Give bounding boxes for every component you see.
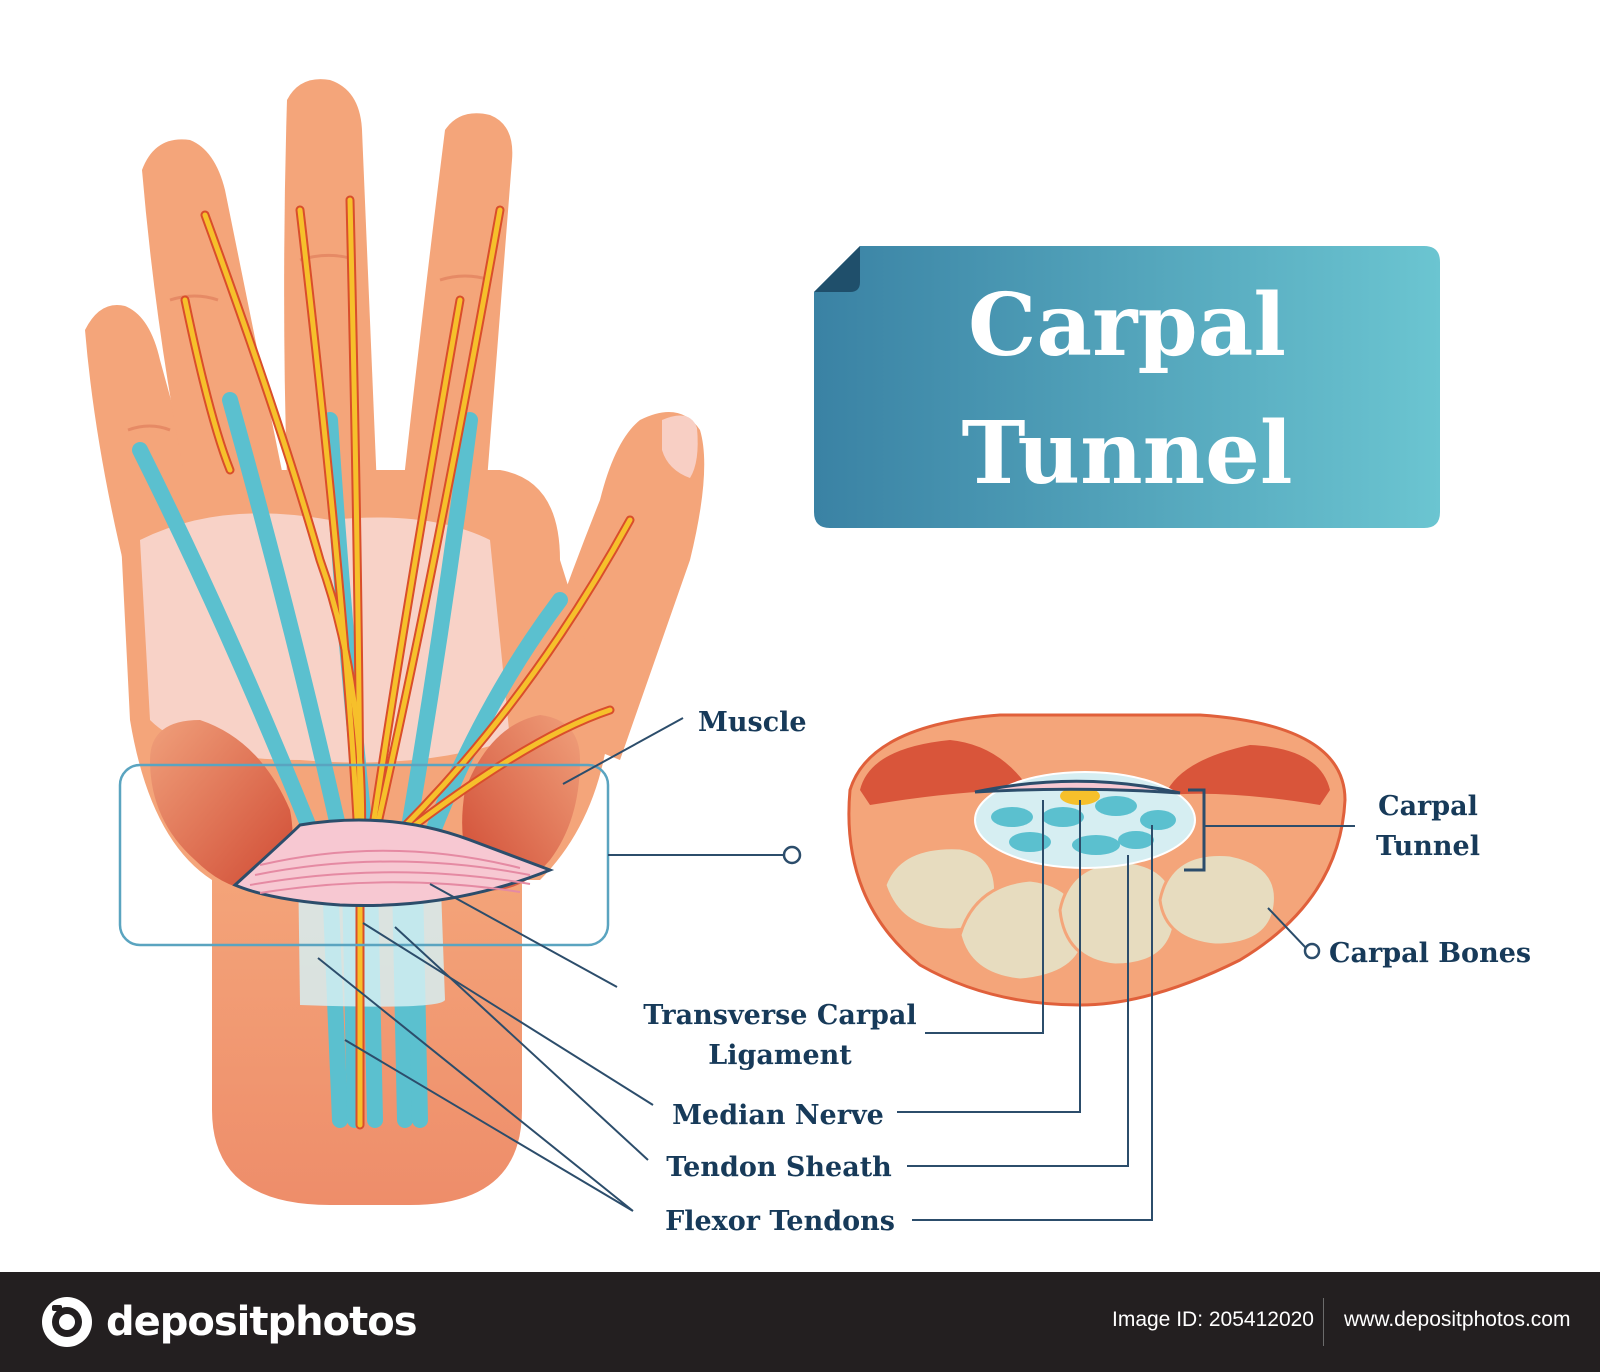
- cross-tendon-sheath-leader: [907, 855, 1129, 1167]
- hand-illustration: [85, 79, 802, 1205]
- label-carpal-tunnel-line-2: Tunnel: [1376, 831, 1480, 862]
- median-nerve-leader: [362, 922, 654, 1106]
- depositphotos-logo[interactable]: depositphotos: [40, 1294, 418, 1350]
- carpal-bones-leader-dot: [1303, 942, 1321, 960]
- footer-url[interactable]: www.depositphotos.com: [1344, 1308, 1571, 1331]
- footer-image-id: Image ID: 205412020: [1112, 1308, 1314, 1331]
- muscle-leader: [562, 717, 684, 785]
- transverse-carpal-ligament-hand: [232, 818, 555, 908]
- title-line-1: Carpal: [968, 275, 1286, 376]
- palm-pad: [140, 513, 510, 763]
- title-banner-bg: [814, 246, 1440, 528]
- footer-separator: [1323, 1298, 1324, 1346]
- label-ligament-line-2: Ligament: [708, 1040, 852, 1071]
- ligament-stripes: [249, 849, 531, 894]
- label-median-nerve: Median Nerve: [672, 1100, 884, 1131]
- label-carpal-tunnel-line-1: Carpal: [1378, 791, 1478, 822]
- label-flexor-tendons: Flexor Tendons: [665, 1206, 895, 1237]
- cross-flexor-tendons-leader: [912, 825, 1153, 1221]
- cross-section-muscle-right: [1165, 745, 1330, 805]
- carpal-tunnel-bracket: [1184, 788, 1206, 872]
- label-ligament-line-1: Transverse Carpal: [643, 1000, 916, 1031]
- title-banner-fold: [814, 246, 860, 292]
- transverse-carpal-ligament-cross-section: [974, 779, 1181, 795]
- label-tendon-sheath: Tendon Sheath: [666, 1152, 892, 1183]
- footer-brand: depositphotos: [106, 1299, 418, 1345]
- carpal-bones-leader: [1267, 907, 1307, 949]
- tendon-sheath-leader: [394, 926, 649, 1161]
- title-banner: Carpal Tunnel: [814, 246, 1440, 528]
- flexor-tendons-leader: [317, 957, 634, 1212]
- label-carpal-bones: Carpal Bones: [1329, 938, 1531, 969]
- tendons-cross-section: [991, 796, 1176, 855]
- zoom-connector-dot: [782, 845, 802, 865]
- title-line-2: Tunnel: [961, 403, 1292, 504]
- cross-section: [847, 713, 1347, 1007]
- cross-ligament-leader: [925, 800, 1044, 1034]
- label-muscle: Muscle: [698, 707, 807, 738]
- median-nerve-cross-section: [1060, 787, 1100, 805]
- ligament-leader: [429, 883, 618, 988]
- muscle-left: [150, 720, 293, 891]
- thumb-nail: [662, 415, 698, 478]
- leader-lines: [317, 717, 1355, 1221]
- carpal-bones: [883, 846, 1277, 982]
- footer-bar: depositphotos Image ID: 205412020 www.de…: [0, 1272, 1600, 1372]
- camera-logo-icon: [42, 1297, 92, 1347]
- labels: Muscle Transverse Carpal Ligament Median…: [643, 707, 1531, 1237]
- ring-finger: [142, 139, 300, 570]
- cross-median-nerve-leader: [897, 800, 1081, 1113]
